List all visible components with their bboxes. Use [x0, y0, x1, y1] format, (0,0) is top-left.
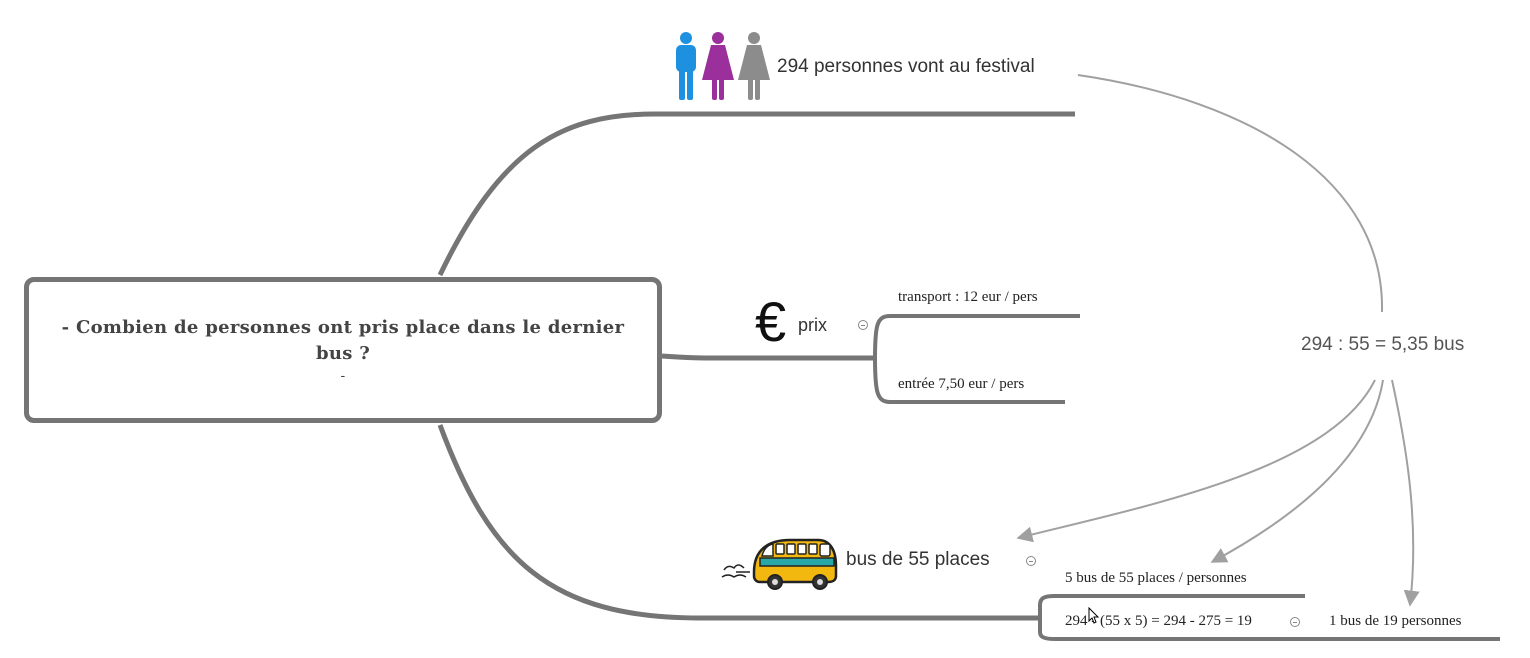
- arrow-calc-to-5bus: [1210, 379, 1384, 563]
- price-child-entree[interactable]: entrée 7,50 eur / pers: [898, 376, 1025, 392]
- branch-line-people: [437, 111, 1075, 277]
- subbranch-5bus: [1038, 594, 1305, 618]
- bus-child-5bus[interactable]: 5 bus de 55 places / personnes: [1065, 570, 1247, 586]
- arrow-people-to-calc: [1077, 74, 1384, 313]
- bus-icon: [721, 538, 838, 590]
- price-branch-label[interactable]: prix: [798, 315, 828, 335]
- collapse-calc-icon[interactable]: [1290, 617, 1300, 627]
- branch-line-bus: [437, 424, 1040, 621]
- central-topic-line1: - Combien de personnes ont pris place da…: [61, 317, 625, 338]
- central-topic-line3: -: [340, 368, 346, 384]
- arrow-calc-to-bus: [1016, 379, 1376, 543]
- branch-line-price: [661, 353, 875, 361]
- bus-branch-label[interactable]: bus de 55 places: [846, 549, 990, 570]
- arrow-calc-to-result: [1391, 379, 1420, 607]
- people-branch-label[interactable]: 294 personnes vont au festival: [777, 56, 1035, 77]
- collapse-bus-icon[interactable]: [1026, 556, 1036, 566]
- euro-icon: €: [755, 290, 787, 353]
- subbranch-entree: [873, 357, 1065, 404]
- subbranch-transport: [873, 314, 1080, 359]
- collapse-price-icon[interactable]: [858, 320, 868, 330]
- man-icon: [676, 32, 696, 100]
- central-topic[interactable]: - Combien de personnes ont pris place da…: [24, 277, 662, 423]
- people-icon: [676, 32, 770, 100]
- subbranch-calc: [1038, 618, 1285, 641]
- bus-child-calc[interactable]: 294 - (55 x 5) = 294 - 275 = 19: [1065, 613, 1252, 629]
- price-child-transport[interactable]: transport : 12 eur / pers: [898, 289, 1038, 305]
- result-topic[interactable]: 1 bus de 19 personnes: [1329, 613, 1462, 629]
- calc-floating-topic[interactable]: 294 : 55 = 5,35 bus: [1301, 334, 1465, 355]
- woman-icon: [702, 32, 734, 100]
- woman-grey-icon: [738, 32, 770, 100]
- mouse-cursor-icon: [1088, 607, 1100, 624]
- central-topic-line2: bus ?: [315, 343, 371, 364]
